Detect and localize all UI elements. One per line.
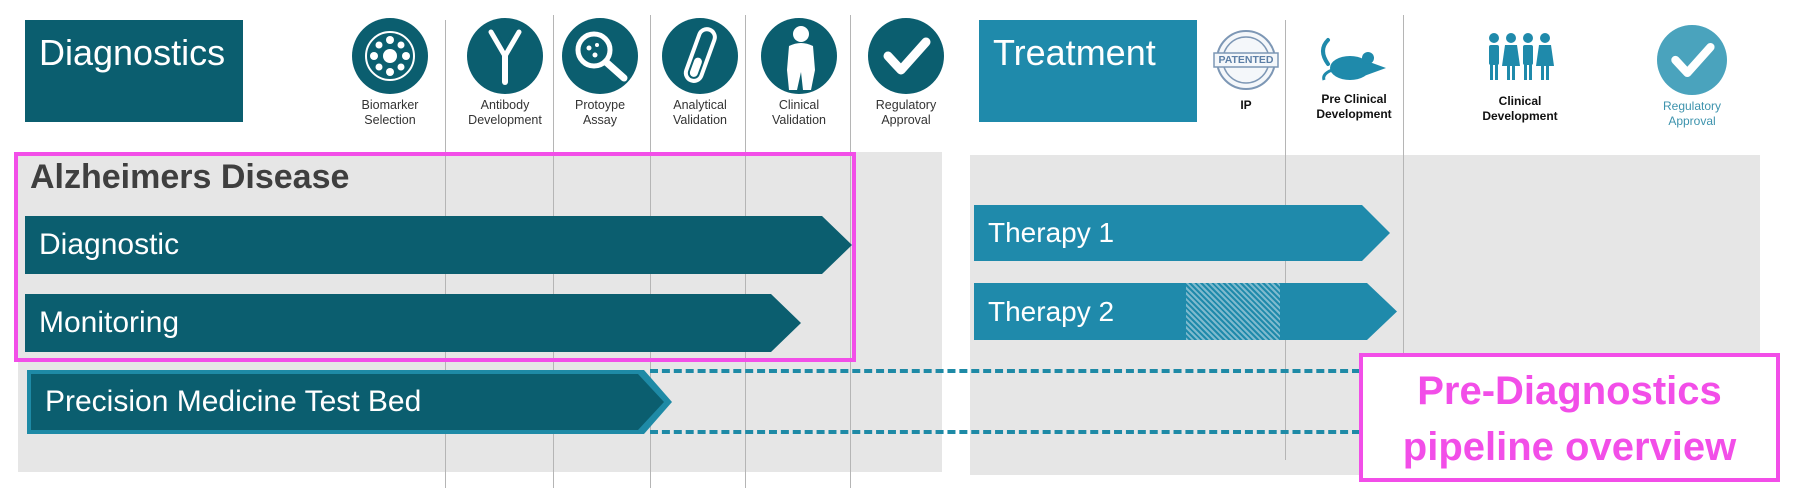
stage-label: Antibody Development (468, 98, 542, 127)
therapy-2-arrow: Therapy 2 (974, 283, 1397, 340)
patented-seal-icon: PATENTED (1208, 28, 1284, 92)
stage-label: Pre Clinical Development (1316, 92, 1392, 121)
stage-label: Biomarker Selection (361, 98, 419, 127)
stage-ip: PATENTED IP (1196, 28, 1296, 113)
stage-regulatory-approval: Regulatory Approval (856, 18, 956, 128)
callout-line-2: pipeline overview (1402, 425, 1737, 469)
stage-label: Analytical Validation (673, 98, 727, 127)
stage-label: Clinical Development (1482, 94, 1558, 123)
pre-diagnostics-callout: Pre-Diagnostics pipeline overview (1359, 353, 1780, 482)
test-tube-icon (662, 18, 738, 94)
section-title: Alzheimers Disease (30, 158, 350, 196)
stage-divider (1403, 15, 1404, 360)
dashed-connector-bottom (650, 430, 1360, 434)
person-silhouette-icon (761, 18, 837, 94)
therapy-2-progress-pattern (1186, 283, 1280, 340)
diagnostic-arrow-label: Diagnostic (39, 228, 180, 261)
precision-medicine-arrow-label: Precision Medicine Test Bed (45, 385, 422, 418)
monitoring-arrow-label: Monitoring (39, 306, 180, 339)
stage-treatment-regulatory-approval: Regulatory Approval (1642, 25, 1742, 129)
monitoring-arrow: Monitoring (25, 294, 801, 352)
stage-label: Regulatory Approval (1662, 99, 1722, 128)
checkmark-icon (1657, 25, 1727, 95)
stage-prototype-assay: Protoype Assay (550, 18, 650, 128)
precision-medicine-arrow: Precision Medicine Test Bed (31, 374, 664, 430)
biomarker-icon (352, 18, 428, 94)
patented-seal-text: PATENTED (1218, 54, 1274, 66)
people-group-icon (1480, 30, 1560, 86)
stage-label: IP (1240, 98, 1252, 112)
antibody-icon (467, 18, 543, 94)
stage-divider (850, 15, 851, 488)
mouse-icon (1314, 30, 1394, 86)
diagnostics-header: Diagnostics (25, 20, 243, 122)
stage-label: Protoype Assay (574, 98, 626, 127)
stage-antibody-development: Antibody Development (455, 18, 555, 128)
magnifier-assay-icon (562, 18, 638, 94)
checkmark-icon (868, 18, 944, 94)
therapy-2-arrow-label: Therapy 2 (988, 295, 1115, 327)
stage-clinical-development: Clinical Development (1470, 30, 1570, 124)
diagnostic-arrow: Diagnostic (25, 216, 852, 274)
stage-label: Regulatory Approval (875, 98, 937, 127)
stage-analytical-validation: Analytical Validation (650, 18, 750, 128)
therapy-1-arrow-label: Therapy 1 (988, 217, 1115, 248)
stage-pre-clinical-development: Pre Clinical Development (1304, 30, 1404, 122)
alzheimers-highlight-frame (14, 152, 856, 362)
stage-biomarker-selection: Biomarker Selection (340, 18, 440, 128)
therapy-1-arrow: Therapy 1 (974, 205, 1390, 261)
dashed-connector-top (650, 369, 1360, 373)
callout-line-1: Pre-Diagnostics (1417, 369, 1722, 413)
stage-label: Clinical Validation (772, 98, 826, 127)
treatment-header: Treatment (979, 20, 1197, 122)
stage-clinical-validation: Clinical Validation (749, 18, 849, 128)
